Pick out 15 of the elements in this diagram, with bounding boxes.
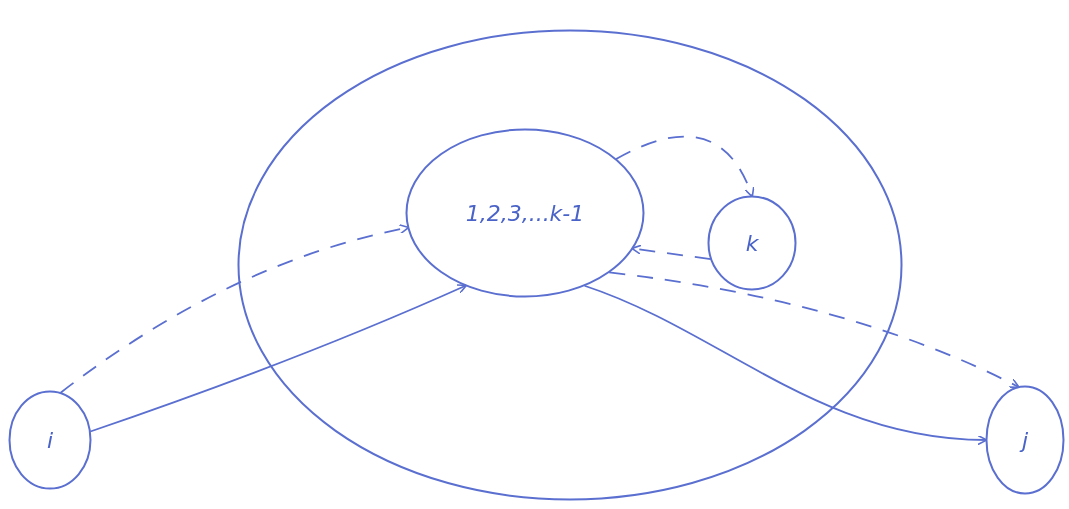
outer-circle [237, 29, 903, 501]
circle-node [707, 195, 797, 291]
arrow [583, 284, 988, 445]
circle-node [8, 390, 92, 490]
dashed-arrow [631, 244, 712, 260]
set-circle [405, 128, 645, 298]
arrow [89, 284, 468, 433]
circle-node [985, 385, 1065, 495]
dashed-arrow [59, 224, 410, 394]
node-label: k [745, 230, 759, 256]
dashed-arrow [608, 271, 1020, 389]
dashed-arrow [615, 135, 755, 198]
node-label: 1,2,3,...k-1 [465, 200, 585, 226]
node-label: j [1021, 427, 1029, 453]
node-label: i [46, 427, 54, 453]
